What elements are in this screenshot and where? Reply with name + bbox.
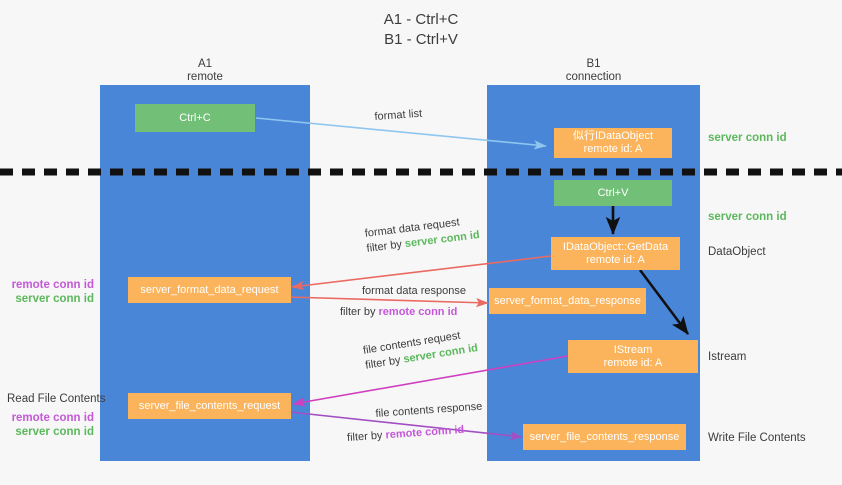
caption-format-data-request: format data request filter by server con… (364, 213, 481, 257)
box-istream-line2: remote id: A (603, 356, 663, 369)
box-getdata[interactable]: IDataObject::GetData remote id: A (551, 237, 680, 270)
caption-fcresp-highlight: remote conn id (385, 423, 465, 442)
lane-b1-sub: connection (565, 71, 622, 83)
page-title: A1 - Ctrl+C B1 - Ctrl+V (0, 10, 842, 50)
box-getdata-line2: remote id: A (586, 253, 645, 266)
caption-fdresp-highlight: remote conn id (378, 306, 458, 318)
caption-file-contents-request: file contents request filter by server c… (362, 326, 479, 373)
label-dataobject: DataObject (708, 246, 766, 258)
label-write-file-contents: Write File Contents (708, 432, 806, 444)
lane-a1-sub: remote (187, 71, 223, 83)
lane-header-b1: B1 connection (487, 58, 700, 84)
box-getdata-line1: IDataObject::GetData (562, 240, 669, 253)
box-server-file-contents-response-label: server_file_contents_response (529, 430, 680, 443)
label-istream: Istream (708, 351, 747, 363)
box-idataobject-line2: remote id: A (583, 143, 643, 155)
box-server-file-contents-response[interactable]: server_file_contents_response (523, 424, 686, 450)
label-read-file-contents: Read File Contents (7, 393, 106, 405)
caption-fdreq-prefix: filter by (365, 238, 406, 255)
box-ctrl-v-label: Ctrl+V (597, 186, 629, 199)
caption-format-list: format list (374, 107, 423, 123)
box-ctrl-v[interactable]: Ctrl+V (554, 180, 672, 206)
caption-format-data-response: format data response filter by remote co… (340, 284, 466, 320)
box-server-format-data-response[interactable]: server_format_data_response (489, 288, 646, 314)
caption-fcresp-prefix: filter by (346, 429, 386, 445)
caption-file-contents-response-line2: filter by remote conn id (347, 421, 485, 446)
title-line-1: A1 - Ctrl+C (383, 11, 459, 28)
box-istream[interactable]: IStream remote id: A (568, 340, 698, 373)
caption-file-contents-response-line1: file contents response (375, 400, 483, 420)
label-server-conn-id-top: server conn id (708, 132, 787, 144)
box-idataobject-line1: 似行IDataObject (572, 130, 654, 142)
margin-conn-ids-top: remote conn id server conn id (0, 278, 94, 306)
box-server-format-data-request[interactable]: server_format_data_request (128, 277, 291, 303)
label-server-conn-id-left-1: server conn id (15, 293, 94, 305)
box-server-file-contents-request[interactable]: server_file_contents_request (128, 393, 291, 419)
box-idataobject[interactable]: 似行IDataObject remote id: A (554, 128, 672, 158)
lane-a1-name: A1 (197, 58, 213, 70)
title-line-2: B1 - Ctrl+V (384, 31, 458, 48)
label-server-conn-id-left-2: server conn id (15, 426, 94, 438)
box-server-format-data-response-label: server_format_data_response (494, 294, 641, 307)
lane-header-a1: A1 remote (100, 58, 310, 84)
box-istream-line1: IStream (613, 343, 653, 356)
caption-format-data-response-line1: format data response (362, 285, 466, 297)
box-server-format-data-request-label: server_format_data_request (140, 283, 279, 296)
caption-format-data-response-line2: filter by remote conn id (340, 305, 466, 320)
margin-conn-ids-bottom: remote conn id server conn id (0, 411, 94, 439)
box-ctrl-c[interactable]: Ctrl+C (135, 104, 255, 132)
label-remote-conn-id-2: remote conn id (11, 412, 94, 424)
label-server-conn-id-mid: server conn id (708, 211, 787, 223)
box-ctrl-c-label: Ctrl+C (179, 111, 211, 124)
box-server-file-contents-request-label: server_file_contents_request (138, 399, 281, 412)
lane-b1-name: B1 (586, 58, 601, 70)
caption-file-contents-response: file contents response filter by remote … (347, 400, 484, 444)
caption-fdresp-prefix: filter by (340, 306, 379, 318)
label-remote-conn-id-1: remote conn id (11, 279, 94, 291)
